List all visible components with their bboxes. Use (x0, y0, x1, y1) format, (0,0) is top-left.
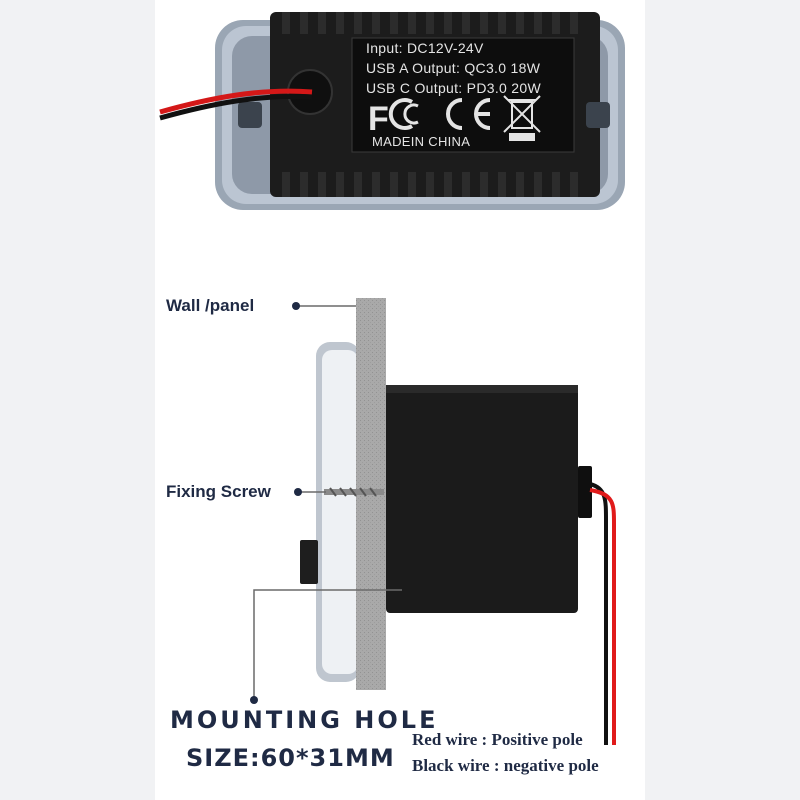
black-wire-top (159, 94, 313, 121)
black-wire-key: Black wire : (412, 756, 500, 775)
red-wire-key: Red wire : (412, 730, 488, 749)
black-wire-legend: Black wire : negative pole (412, 756, 599, 776)
callout-wall-panel: Wall /panel (166, 296, 255, 315)
product-back-photo: F (159, 12, 625, 210)
ce-mark-icon (446, 98, 491, 130)
spec-label-plate (351, 37, 575, 153)
label-origin: MADEIN CHINA (372, 134, 471, 149)
right-background-band (645, 0, 800, 800)
red-wire-top (159, 88, 313, 115)
cooling-fins-bottom (282, 172, 578, 197)
mounting-hole-size: SIZE:60*31MM (186, 744, 395, 772)
callout-fixing-screw: Fixing Screw (166, 482, 271, 501)
left-background-band (0, 0, 155, 800)
fcc-logo-icon: F (368, 98, 419, 138)
mount-ear-right (586, 102, 610, 128)
cooling-fins-top (282, 12, 578, 34)
label-input-spec: Input: DC12V-24V (366, 40, 484, 56)
label-usb-a-spec: USB A Output: QC3.0 18W (366, 60, 541, 76)
red-wire-value: Positive pole (491, 730, 583, 749)
black-wire-value: negative pole (503, 756, 599, 775)
mount-ear-left (238, 102, 262, 128)
mounting-hole-title: MOUNTING HOLE (170, 706, 439, 734)
weee-bin-icon (503, 95, 541, 141)
label-usb-c-spec: USB C Output: PD3.0 20W (366, 80, 541, 96)
red-wire-legend: Red wire : Positive pole (412, 730, 583, 750)
svg-text:F: F (368, 100, 389, 138)
